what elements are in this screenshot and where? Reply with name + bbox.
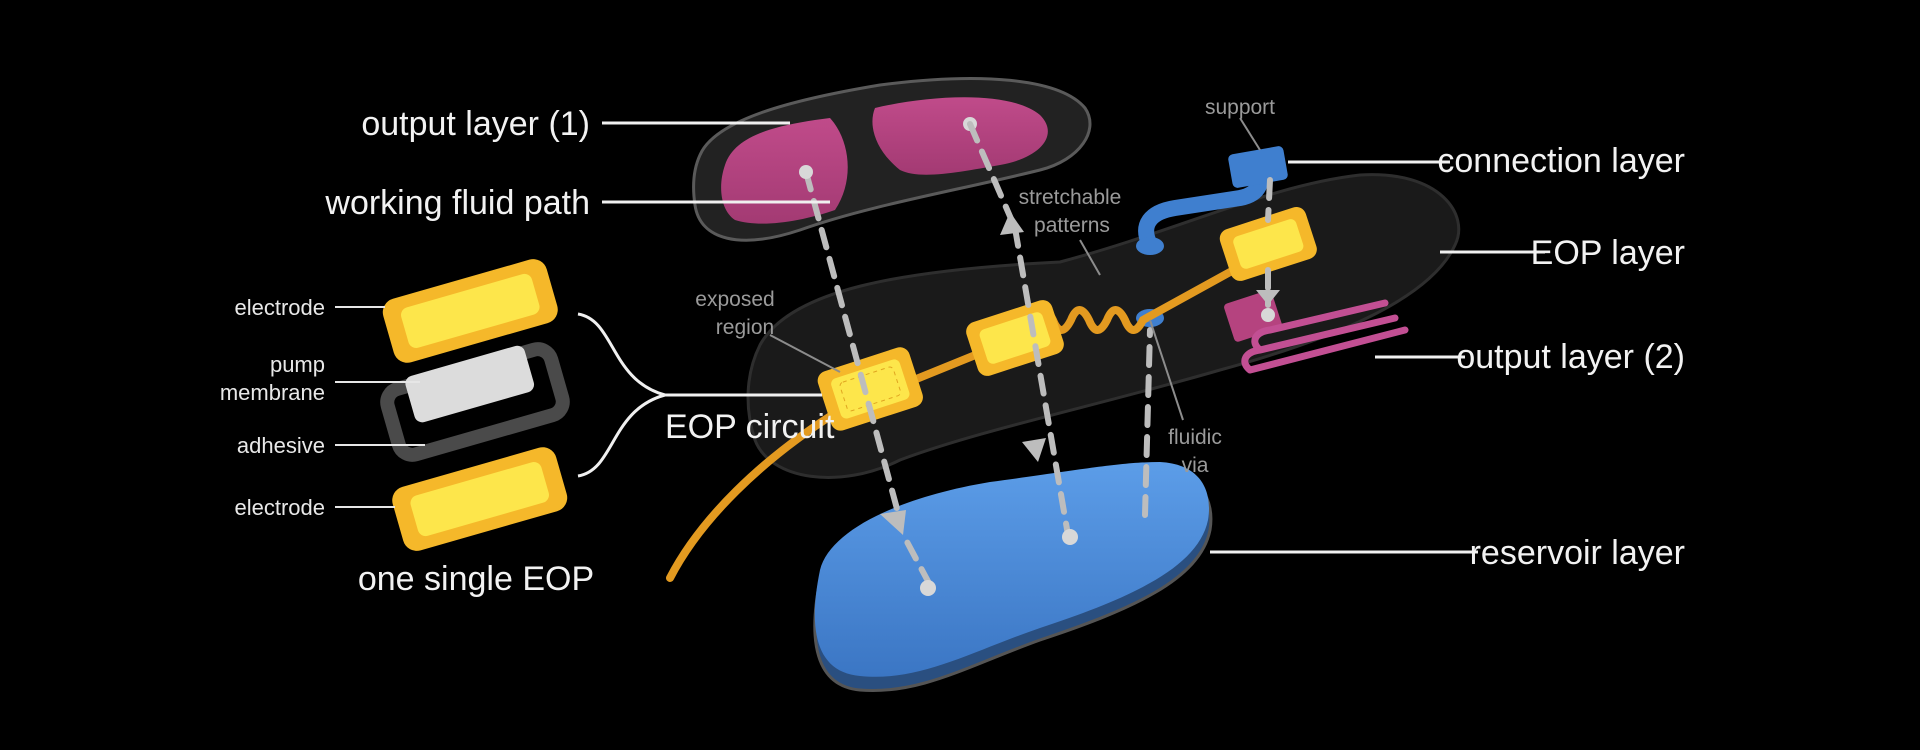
flow-dot-output2 xyxy=(1261,308,1275,322)
fluidic-via-top xyxy=(1136,237,1164,255)
exposed-region-label-line1: exposed xyxy=(695,288,774,311)
stretchable-patterns-label-line1: stretchable xyxy=(1019,186,1122,209)
fluidic-via-label-line1: fluidic xyxy=(1168,426,1222,449)
fluidic-via-label-line2: via xyxy=(1182,454,1209,477)
eop-layer-label: EOP layer xyxy=(1531,234,1685,272)
output-layer-1-label: output layer (1) xyxy=(361,105,590,143)
flow-dot-reservoir-2 xyxy=(1062,529,1078,545)
electrode-bottom-label: electrode xyxy=(234,495,325,520)
single-eop-brace xyxy=(578,314,665,476)
exposed-region-label-line2: region xyxy=(716,316,774,339)
flow-dot-reservoir-1 xyxy=(920,580,936,596)
one-single-eop-label: one single EOP xyxy=(358,560,594,598)
working-fluid-path-label: working fluid path xyxy=(324,184,590,222)
flow-arrow-2-head-down xyxy=(1022,438,1046,462)
pump-membrane-label-line1: pump xyxy=(270,352,325,377)
connection-layer-support xyxy=(1227,145,1288,188)
connection-layer-label: connection layer xyxy=(1437,142,1685,180)
flow-arrow-support xyxy=(1268,180,1270,220)
eop-circuit-label: EOP circuit xyxy=(665,408,835,446)
support-leader xyxy=(1240,118,1260,150)
flow-dot-1 xyxy=(799,165,813,179)
support-label: support xyxy=(1205,96,1275,119)
adhesive-label: adhesive xyxy=(237,433,325,458)
pump-membrane-label-line2: membrane xyxy=(220,380,325,405)
stretchable-patterns-label-line2: patterns xyxy=(1034,214,1110,237)
output-layer-2-label: output layer (2) xyxy=(1456,338,1685,376)
electrode-top-label: electrode xyxy=(234,295,325,320)
reservoir-layer-label: reservoir layer xyxy=(1470,534,1685,572)
